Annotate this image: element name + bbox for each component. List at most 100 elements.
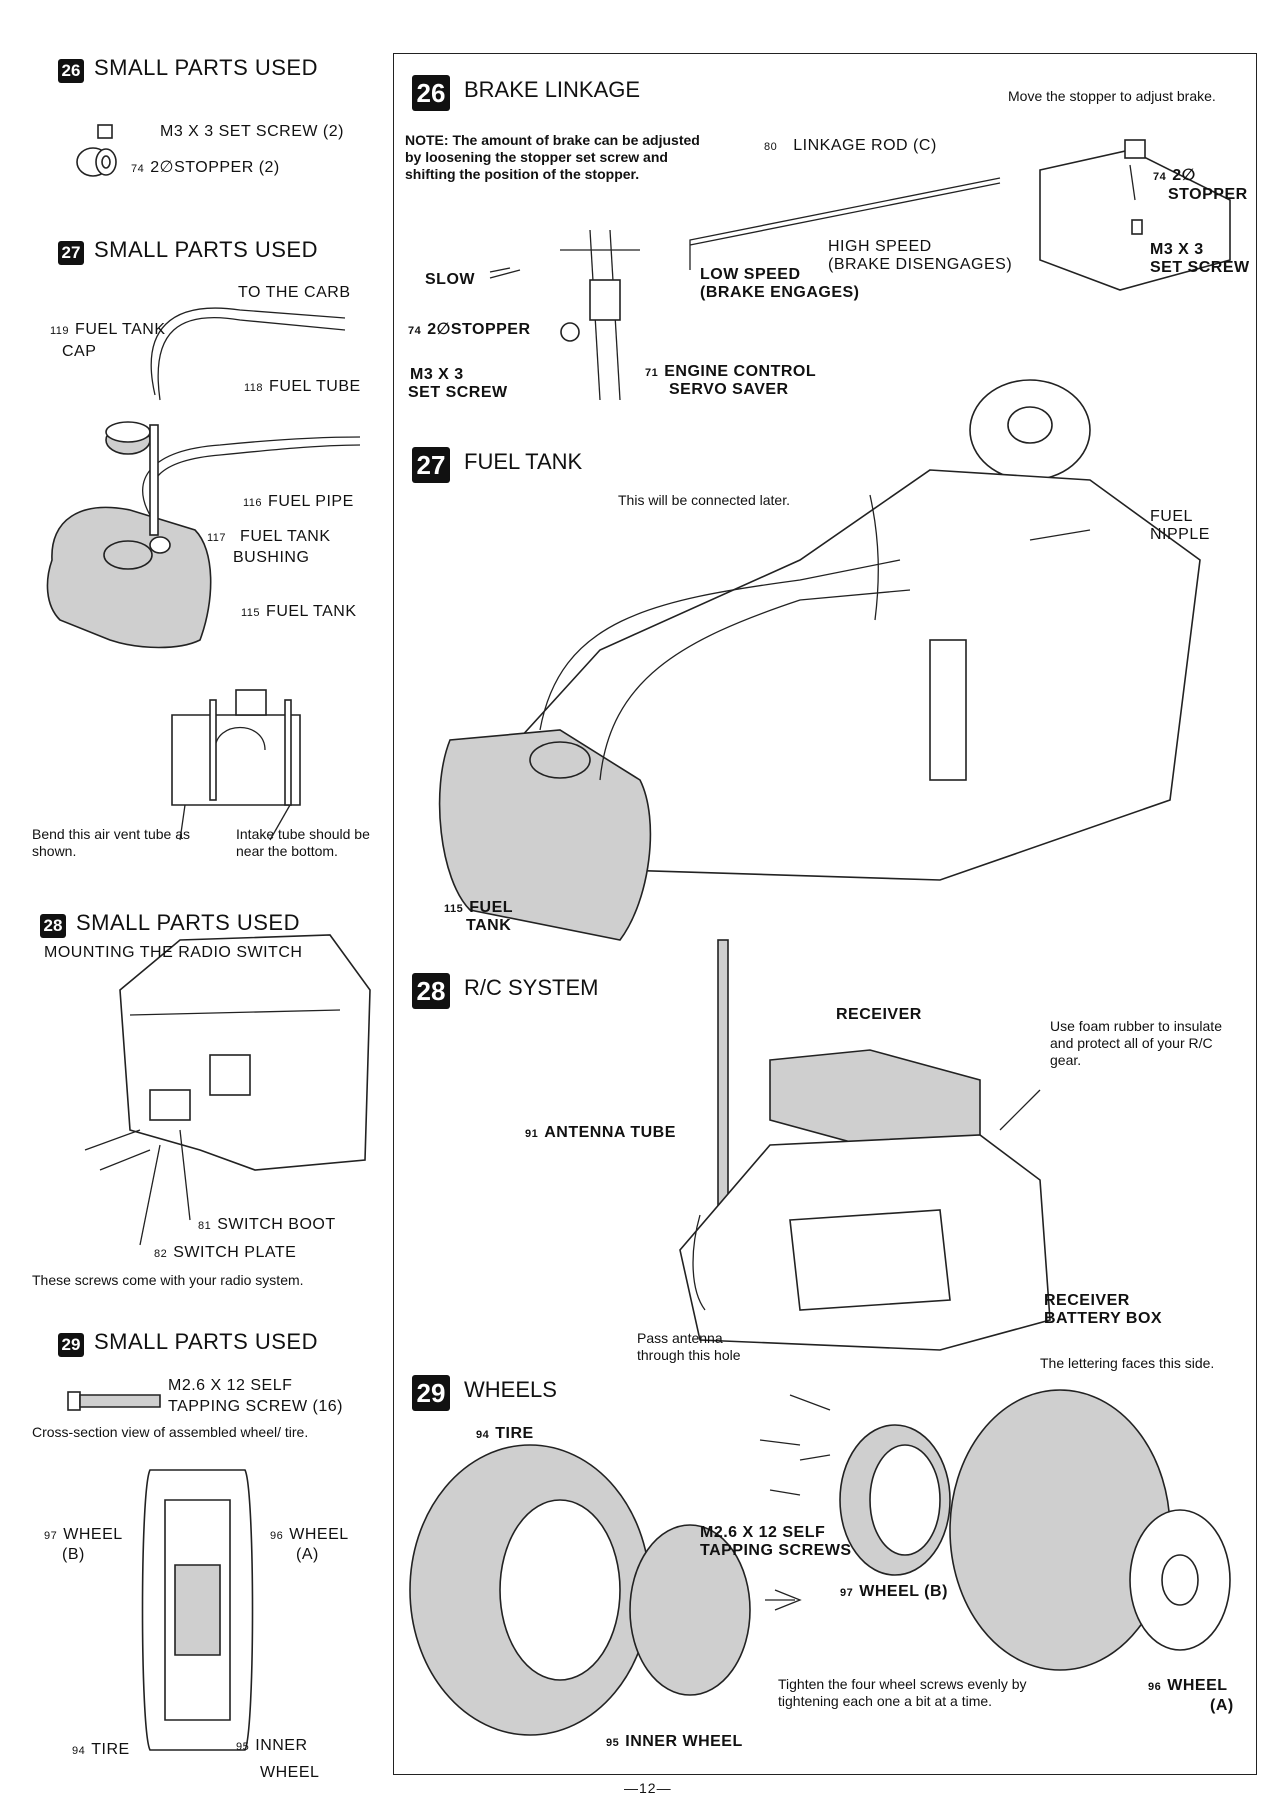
inner-wheel-label-2: WHEEL: [260, 1764, 320, 1781]
wheel-cross-section-drawing: [67, 1391, 254, 1751]
section-title: SMALL PARTS USED: [94, 1329, 318, 1354]
part-number: 115: [241, 607, 261, 619]
intake-tube-note: Intake tube should be near the bottom.: [236, 826, 370, 859]
section-title: FUEL TANK: [464, 449, 583, 475]
section-title: SMALL PARTS USED: [94, 55, 318, 80]
high-speed-label: HIGH SPEED: [828, 238, 932, 255]
section-title: R/C SYSTEM: [464, 975, 599, 1001]
step-badge: 27: [58, 240, 84, 265]
step-badge: 29: [412, 1375, 450, 1411]
brake-note: NOTE: The amount of brake can be adjuste…: [405, 132, 700, 182]
part-number: 91: [525, 1128, 539, 1140]
fuel-tank-drawing: [46, 307, 361, 841]
part-number: 118: [244, 382, 264, 394]
mounting-radio-switch-subtitle: MOUNTING THE RADIO SWITCH: [44, 944, 303, 961]
part-number: 115: [444, 903, 464, 915]
battery-box-label: RECEIVER: [1044, 1292, 1130, 1309]
step-badge: 28: [40, 913, 66, 938]
screws-note: These screws come with your radio system…: [32, 1272, 304, 1288]
high-speed-label-2: (BRAKE DISENGAGES): [828, 256, 1013, 273]
foam-rubber-note: Use foam rubber to insulate and protect …: [1050, 1018, 1222, 1068]
step-badge: 26: [412, 75, 450, 111]
step-badge: 29: [58, 1332, 84, 1357]
section-title: BRAKE LINKAGE: [464, 77, 641, 103]
tighten-screws-note: Tighten the four wheel screws evenly by …: [778, 1676, 1027, 1709]
receiver-label: RECEIVER: [836, 1006, 922, 1023]
part-number: 74: [1153, 171, 1167, 183]
wheel-b-label-2: (B): [62, 1546, 85, 1563]
part-number: 95: [606, 1737, 620, 1749]
part-number: 117: [207, 532, 227, 544]
part-number: 82: [154, 1248, 168, 1260]
cross-section-note: Cross-section view of assembled wheel/ t…: [32, 1424, 309, 1440]
part-set-screw: M3 X 3 SET SCREW (2): [160, 123, 344, 140]
wheels-drawing: [409, 1389, 1231, 1736]
bend-tube-note: Bend this air vent tube as shown.: [32, 826, 190, 859]
fuel-tank-bushing-label-2: BUSHING: [233, 549, 310, 566]
part-number: 95: [236, 1741, 250, 1753]
fuel-tank-right-label-2: TANK: [466, 917, 512, 934]
fuel-tank-cap-label-2: CAP: [62, 343, 97, 360]
part-number: 74: [131, 163, 145, 175]
part-number: 116: [243, 497, 263, 509]
part-number: 96: [1148, 1681, 1162, 1693]
part-number: 96: [270, 1530, 284, 1542]
stopper-right-label-2: STOPPER: [1168, 186, 1248, 203]
radio-switch-drawing: [84, 934, 371, 1246]
part-number: 80: [764, 141, 778, 153]
low-speed-label-2: (BRAKE ENGAGES): [700, 284, 860, 301]
m3-set-screw-right: M3 X 3: [1150, 241, 1204, 258]
right-s28-heading: 28 R/C SYSTEM: [412, 973, 598, 1009]
pass-antenna-note: Pass antenna through this hole: [637, 1330, 741, 1363]
part-stopper: 74 2∅STOPPER (2): [131, 158, 280, 179]
m3-set-screw-right-2: SET SCREW: [1150, 259, 1250, 276]
right-column-frame: [393, 53, 1257, 1775]
right-s26-heading: 26 BRAKE LINKAGE: [412, 75, 640, 111]
wheel-a-right-label-2: (A): [1210, 1697, 1234, 1714]
servo-saver-label-2: SERVO SAVER: [669, 381, 789, 398]
rc-system-drawing: [679, 939, 1051, 1351]
fuel-nipple-label: FUEL: [1150, 508, 1193, 525]
part-number: 97: [44, 1530, 58, 1542]
m3-set-screw-left: M3 X 3: [410, 366, 464, 383]
screw-spec-label-2: TAPPING SCREW (16): [168, 1398, 343, 1415]
low-speed-label: LOW SPEED: [700, 266, 801, 283]
lettering-note: The lettering faces this side.: [1040, 1355, 1215, 1371]
move-stopper-note: Move the stopper to adjust brake.: [1008, 88, 1216, 104]
part-name: 2∅STOPPER (2): [150, 159, 280, 176]
slow-label: SLOW: [425, 271, 475, 288]
step-badge: 26: [58, 58, 84, 83]
page-number: —12—: [624, 1780, 672, 1796]
set-screw-icon: [97, 124, 113, 139]
part-number: 74: [408, 325, 422, 337]
to-the-carb-label: TO THE CARB: [238, 284, 351, 301]
battery-box-label-2: BATTERY BOX: [1044, 1310, 1163, 1327]
left-s29-heading: 29 SMALL PARTS USED: [58, 1329, 318, 1357]
step-badge: 28: [412, 973, 450, 1009]
brake-linkage-drawing: [489, 139, 1231, 401]
part-number: 94: [476, 1429, 490, 1441]
m3-set-screw-left-2: SET SCREW: [408, 384, 508, 401]
connected-later-note: This will be connected later.: [618, 492, 790, 508]
